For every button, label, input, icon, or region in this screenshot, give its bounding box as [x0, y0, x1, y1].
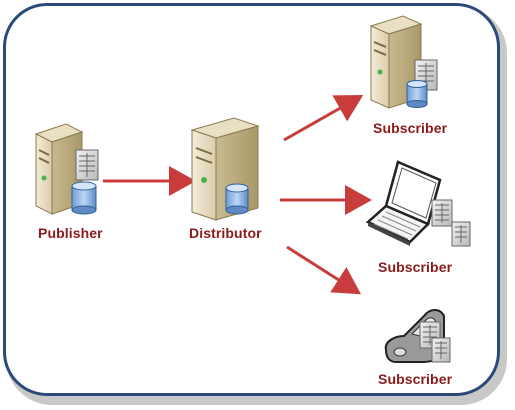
subscriber-mobile-label: Subscriber [378, 371, 453, 387]
publisher-label: Publisher [38, 225, 103, 241]
arrow-distributor-to-subscriber-server [283, 95, 364, 142]
subscriber-mobile-icon [384, 309, 451, 363]
subscriber-laptop-icon [365, 160, 471, 247]
publisher-server-icon [34, 123, 99, 215]
subscriber-laptop-label: Subscriber [378, 259, 453, 275]
subscriber-server-icon [369, 15, 438, 109]
distributor-label: Distributor [189, 225, 262, 241]
subscriber-server-label: Subscriber [373, 120, 448, 136]
arrow-distributor-to-subscriber-mobile [286, 245, 362, 295]
distributor-server-icon [190, 117, 260, 221]
